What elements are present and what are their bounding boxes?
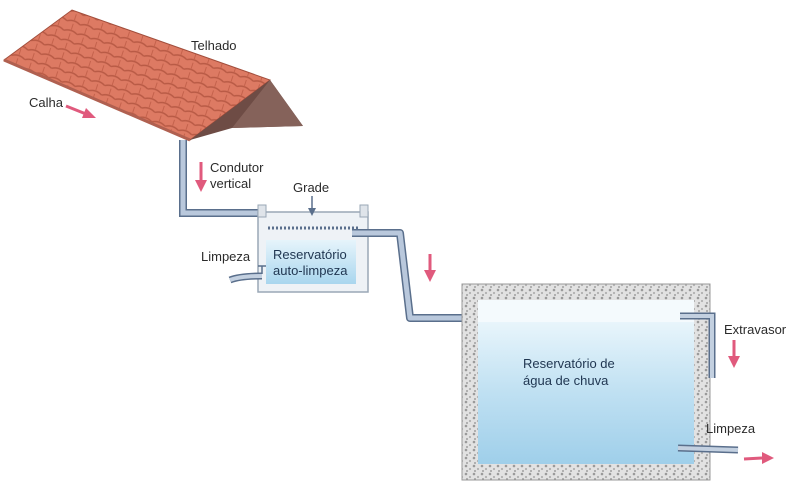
gutter-flow-arrow <box>65 104 96 118</box>
overflow-flow-arrow <box>728 340 740 368</box>
grate-pointer-arrow <box>308 196 316 216</box>
downpipe-label-line2: vertical <box>210 176 252 191</box>
rain-tank-label-line2: água de chuva <box>523 373 609 388</box>
right-cleaning-label: Limpeza <box>706 421 756 436</box>
rain-tank-label-line1: Reservatório de <box>523 356 615 371</box>
connecting-flow-arrow <box>424 254 436 282</box>
grate-label: Grade <box>293 180 330 195</box>
downpipe-flow-arrow <box>195 162 207 192</box>
left-cleaning-pipe <box>228 265 266 284</box>
gutter-label: Calha <box>29 95 63 110</box>
flow-arrows <box>65 104 774 464</box>
left-cleaning-label: Limpeza <box>201 249 251 264</box>
right-cleaning-pipe <box>677 444 739 454</box>
roof-label: Telhado <box>191 38 237 53</box>
outlet-flow-arrow <box>743 452 774 464</box>
self-cleaning-label-line2: auto-limpeza <box>273 263 348 278</box>
self-cleaning-label-line1: Reservatório <box>273 247 347 262</box>
downpipe-label-line1: Condutor <box>210 160 264 175</box>
roof <box>3 9 303 142</box>
vertical-downpipe <box>179 140 262 217</box>
overflow-label: Extravasor <box>724 322 787 337</box>
self-cleaning-reservoir <box>257 204 369 293</box>
connecting-pipe <box>352 229 478 322</box>
rainwater-reservoir <box>461 283 711 481</box>
overflow-pipe <box>680 312 716 378</box>
